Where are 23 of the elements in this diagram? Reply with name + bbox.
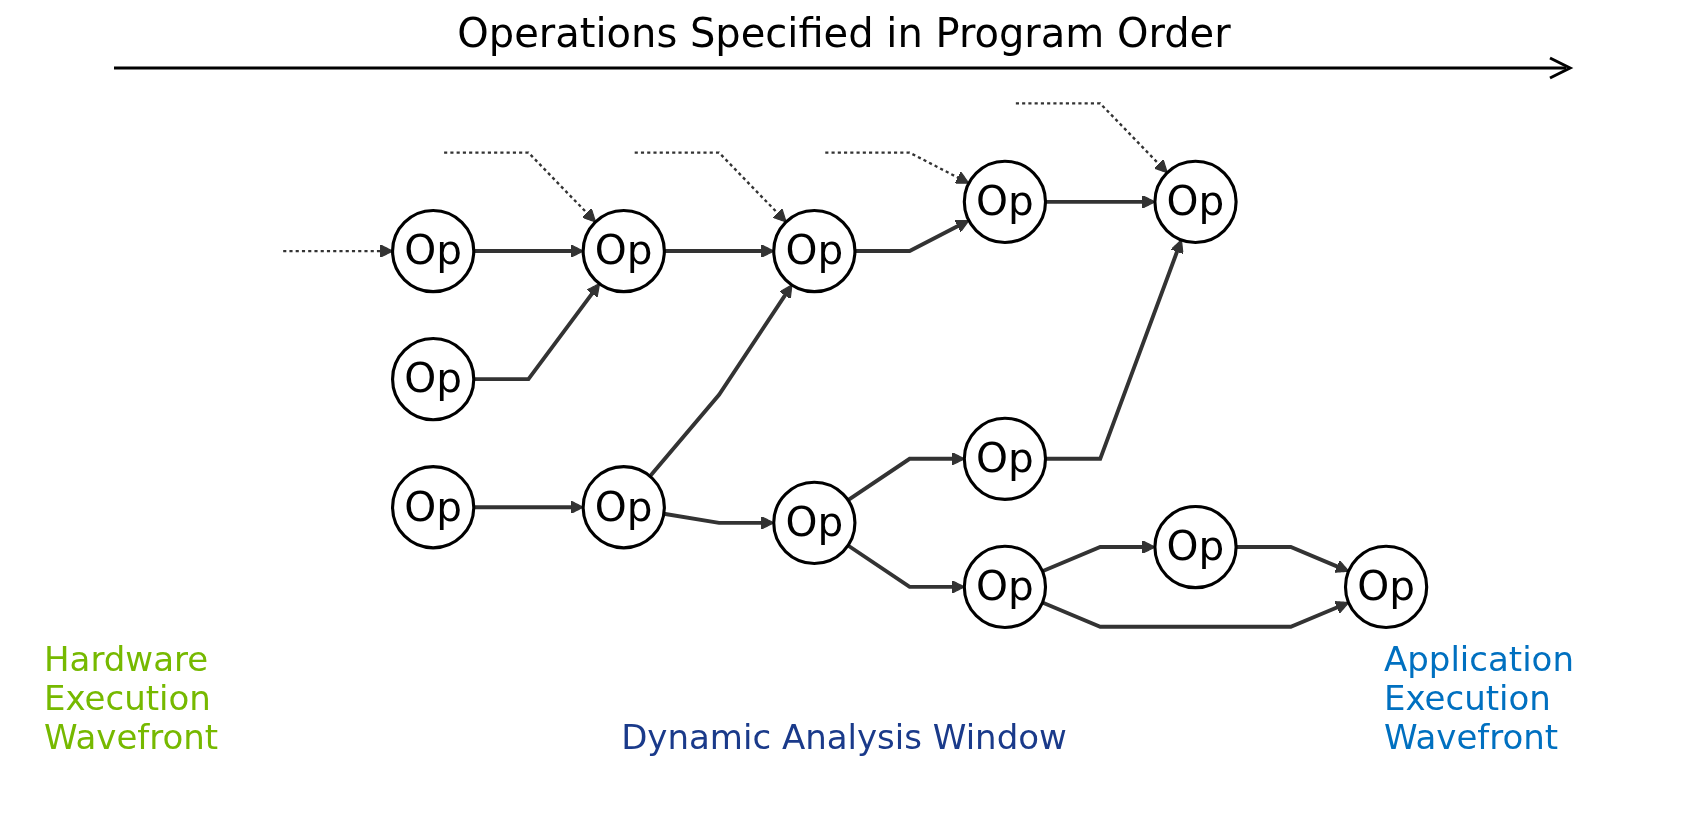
wavefront-label: Hardware Execution Wavefront — [44, 640, 220, 758]
wavefront-label: Application Execution Wavefront — [1384, 640, 1575, 758]
node-circle: Op — [391, 208, 476, 294]
node-circle: Op — [581, 208, 666, 294]
node-circle: Op — [962, 544, 1048, 630]
diagram-title: Operations Specified in Program Order — [457, 10, 1231, 56]
node-circle: Op — [962, 159, 1048, 245]
arrow — [648, 284, 793, 478]
node-circle: Op — [772, 480, 857, 566]
arrow — [1015, 102, 1168, 174]
node-circle: Op — [1153, 159, 1238, 245]
node-circle: Op — [1343, 544, 1429, 630]
arrow — [634, 151, 787, 223]
node-circle: Op — [391, 337, 476, 422]
node-circle: Op — [772, 208, 857, 294]
arrow — [825, 151, 970, 184]
arrow — [444, 151, 597, 223]
arrow — [1236, 545, 1350, 573]
node-circle: Op — [962, 416, 1048, 501]
node-circle: Op — [391, 465, 476, 550]
node-circle: Op — [581, 465, 666, 550]
node-circle: Op — [1153, 504, 1238, 590]
window-label: Dynamic Analysis Window — [621, 718, 1067, 758]
